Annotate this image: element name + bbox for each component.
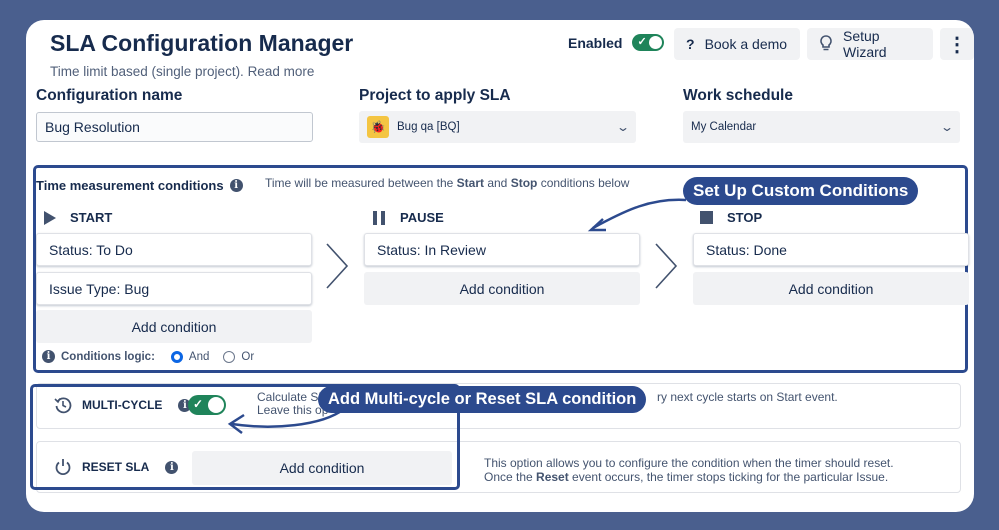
multicycle-desc-2a: Leave this op — [257, 403, 329, 417]
arrow-icon — [227, 408, 345, 434]
conditions-title: Time measurement conditions — [36, 178, 224, 193]
info-icon[interactable]: i — [229, 179, 243, 192]
stop-header: STOP — [700, 210, 762, 225]
project-value: Bug qa [BQ] — [397, 121, 460, 133]
schedule-label: Work schedule — [683, 87, 793, 104]
sla-config-card: SLA Configuration Manager Time limit bas… — [26, 20, 974, 512]
conditions-hint: Time will be measured between the Start … — [265, 176, 629, 190]
multicycle-desc-1a: Calculate SL — [257, 390, 326, 404]
info-icon[interactable]: i — [42, 350, 55, 363]
condition-text: Issue Type: Bug — [49, 280, 150, 297]
multicycle-desc-1b: ry next cycle starts on Start event. — [657, 390, 838, 404]
stop-label: STOP — [727, 210, 763, 225]
schedule-select[interactable]: My Calendar ⌄ — [683, 111, 960, 143]
hint-stop: Stop — [510, 176, 538, 190]
multicycle-label: MULTI-CYCLE — [82, 398, 163, 412]
reset-row — [36, 441, 961, 493]
start-condition-2[interactable]: Issue Type: Bug — [36, 272, 312, 305]
config-name-input[interactable]: Bug Resolution — [36, 112, 313, 142]
hint-prefix: Time will be measured between the — [265, 176, 457, 190]
callout-multicycle-reset: Add Multi-cycle or Reset SLA condition — [318, 386, 647, 413]
start-header: START — [44, 210, 112, 225]
reset-desc-suffix: event occurs, the timer stops ticking fo… — [568, 470, 889, 484]
hint-start: Start — [456, 176, 484, 190]
reset-label: RESET SLA — [82, 460, 150, 474]
stop-icon — [700, 211, 713, 224]
page-title: SLA Configuration Manager — [50, 30, 354, 56]
radio-or[interactable] — [223, 350, 236, 363]
multicycle-reset-highlight-box — [30, 384, 460, 490]
info-icon[interactable]: i — [165, 460, 179, 474]
setup-wizard-label: Setup Wizard — [843, 28, 887, 60]
question-icon: ? — [686, 36, 695, 52]
pause-label: PAUSE — [400, 210, 444, 225]
hint-and: and — [484, 176, 511, 190]
config-name-value: Bug Resolution — [45, 119, 140, 135]
schedule-value: My Calendar — [691, 121, 757, 133]
conditions-title-row: Time measurement conditions i — [36, 178, 243, 193]
reset-header: RESET SLA i — [54, 458, 179, 476]
condition-text: Status: To Do — [49, 241, 133, 258]
chevron-right-icon — [326, 243, 349, 289]
condition-text: Status: Done — [706, 241, 787, 258]
chevron-down-icon: ⌄ — [939, 120, 955, 134]
chevron-down-icon: ⌄ — [615, 120, 631, 134]
start-add-condition-button[interactable]: Add condition — [36, 310, 312, 343]
stop-add-condition-button[interactable]: Add condition — [693, 272, 969, 305]
power-icon — [55, 459, 71, 476]
start-condition-1[interactable]: Status: To Do — [36, 233, 312, 266]
conditions-highlight-box — [33, 165, 968, 373]
pause-condition-1[interactable]: Status: In Review — [364, 233, 640, 266]
config-name-label: Configuration name — [36, 87, 183, 104]
project-select[interactable]: 🐞 Bug qa [BQ] ⌄ — [359, 111, 636, 143]
arrow-icon — [587, 198, 687, 232]
logic-or-label: Or — [241, 350, 255, 363]
logic-label: Conditions logic: — [61, 350, 155, 363]
pause-header: PAUSE — [372, 210, 444, 225]
enabled-label: Enabled — [568, 34, 623, 51]
pause-icon — [373, 210, 385, 225]
reset-desc-prefix: Once the — [484, 470, 537, 484]
check-icon: ✓ — [637, 36, 647, 48]
radio-and[interactable] — [170, 350, 183, 363]
history-icon — [54, 397, 72, 414]
reset-desc-2: Once the Reset event occurs, the timer s… — [484, 470, 888, 484]
play-icon — [44, 210, 56, 225]
reset-desc-bold: Reset — [536, 470, 569, 484]
hint-suffix: conditions below — [537, 176, 630, 190]
setup-wizard-button[interactable]: Setup Wizard — [807, 28, 933, 60]
more-vertical-icon: ⋮ — [947, 33, 967, 56]
enabled-control: Enabled ✓ — [568, 34, 665, 51]
start-label: START — [70, 210, 113, 225]
callout-custom-conditions: Set Up Custom Conditions — [683, 177, 919, 205]
lightbulb-icon — [819, 34, 833, 54]
project-label: Project to apply SLA — [359, 87, 511, 104]
condition-text: Status: In Review — [377, 241, 486, 258]
reset-desc-1: This option allows you to configure the … — [484, 456, 894, 470]
toggle-knob — [208, 397, 224, 413]
multicycle-row — [36, 383, 961, 429]
more-menu-button[interactable]: ⋮ — [940, 28, 974, 60]
project-avatar-icon: 🐞 — [367, 116, 389, 138]
page-subtitle[interactable]: Time limit based (single project). Read … — [50, 64, 315, 79]
book-demo-button[interactable]: ? Book a demo — [674, 28, 800, 60]
enabled-toggle[interactable]: ✓ — [632, 34, 665, 51]
stop-condition-1[interactable]: Status: Done — [693, 233, 969, 266]
chevron-right-icon — [655, 243, 678, 289]
logic-and-label: And — [188, 350, 210, 363]
conditions-logic-row: i Conditions logic: And Or — [42, 350, 254, 363]
book-demo-label: Book a demo — [704, 36, 788, 52]
pause-add-condition-button[interactable]: Add condition — [364, 272, 640, 305]
multicycle-toggle[interactable]: ✓ — [188, 395, 226, 415]
check-icon: ✓ — [193, 397, 204, 411]
reset-add-condition-button[interactable]: Add condition — [192, 451, 452, 485]
